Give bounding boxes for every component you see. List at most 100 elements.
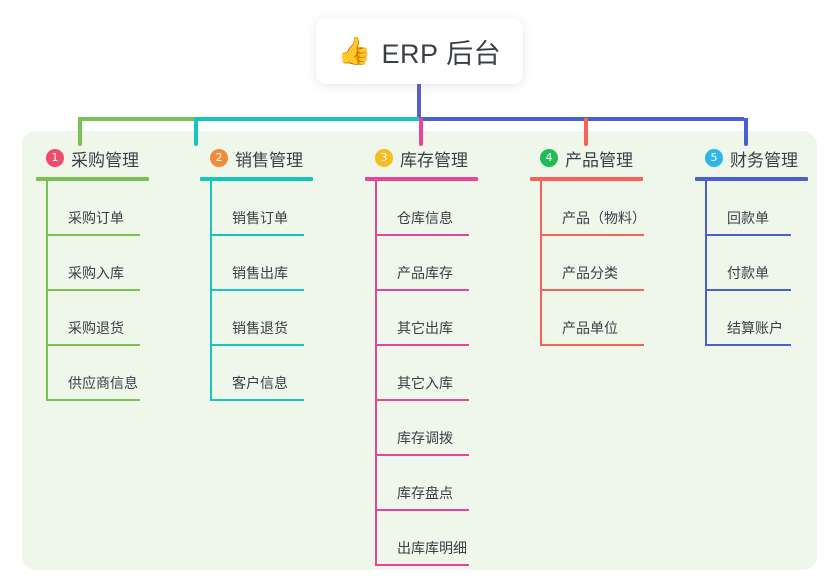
branch-items-purchasing: 采购订单采购入库采购退货供应商信息 xyxy=(46,181,149,401)
branch-items-product: 产品（物料） 产品分类产品单位 xyxy=(540,181,646,346)
leaf-item-label: 销售出库 xyxy=(232,265,288,281)
leaf-item[interactable]: 仓库信息 xyxy=(375,181,478,236)
leaf-item[interactable]: 库存盘点 xyxy=(375,456,478,511)
leaf-item-label: 采购入库 xyxy=(68,265,124,281)
branch-underline xyxy=(530,177,643,181)
leaf-item[interactable]: 结算账户 xyxy=(705,291,808,346)
leaf-item[interactable]: 采购退货 xyxy=(46,291,149,346)
leaf-item[interactable]: 其它入库 xyxy=(375,346,478,401)
leaf-item-label: 仓库信息 xyxy=(397,210,453,226)
leaf-item-label: 付款单 xyxy=(727,265,769,281)
leaf-item[interactable]: 库存调拨 xyxy=(375,401,478,456)
root-node-title: ERP 后台 xyxy=(381,38,502,69)
leaf-item-underline xyxy=(375,399,469,401)
leaf-item[interactable]: 采购入库 xyxy=(46,236,149,291)
leaf-item-underline xyxy=(705,289,791,291)
leaf-item-label: 产品单位 xyxy=(562,320,618,336)
leaf-item-label: 销售退货 xyxy=(232,320,288,336)
root-node-erp-backend[interactable]: 👍 ERP 后台 xyxy=(316,18,523,84)
leaf-item[interactable]: 付款单 xyxy=(705,236,808,291)
branch-items-sales: 销售订单销售出库销售退货客户信息 xyxy=(210,181,313,401)
leaf-item-underline xyxy=(375,509,469,511)
branch-column-finance: 5 财务管理回款单付款单结算账户 xyxy=(695,146,808,346)
branch-number-badge: 1 xyxy=(46,149,64,167)
leaf-item[interactable]: 产品单位 xyxy=(540,291,644,346)
root-trunk-connector xyxy=(417,84,421,118)
branch-header-finance[interactable]: 5 财务管理 xyxy=(695,146,808,170)
branch-number-badge: 4 xyxy=(540,149,558,167)
leaf-item-underline xyxy=(210,399,304,401)
leaf-item-label: 客户信息 xyxy=(232,375,288,391)
leaf-item[interactable]: 其它出库 xyxy=(375,291,478,346)
branch-underline xyxy=(200,177,313,181)
branch-header-inventory[interactable]: 3 库存管理 xyxy=(365,146,478,170)
leaf-item-underline xyxy=(375,289,469,291)
leaf-item[interactable]: 产品分类 xyxy=(540,236,644,291)
leaf-item[interactable]: 采购订单 xyxy=(46,181,149,236)
branch-header-product[interactable]: 4 产品管理 xyxy=(530,146,643,170)
drop-sales xyxy=(194,118,198,146)
leaf-item-label: 采购订单 xyxy=(68,210,124,226)
leaf-item-label: 库存盘点 xyxy=(397,485,453,501)
branch-underline xyxy=(36,177,149,181)
leaf-item-label: 供应商信息 xyxy=(68,375,138,391)
bus-segment-green xyxy=(78,117,194,121)
branch-number-badge: 2 xyxy=(210,149,228,167)
branch-number-badge: 3 xyxy=(375,149,393,167)
leaf-item-underline xyxy=(705,234,791,236)
leaf-item[interactable]: 产品库存 xyxy=(375,236,478,291)
branch-column-sales: 2 销售管理销售订单销售出库销售退货客户信息 xyxy=(200,146,313,401)
branch-underline xyxy=(365,177,478,181)
leaf-item[interactable]: 销售订单 xyxy=(210,181,313,236)
branch-underline xyxy=(695,177,808,181)
leaf-item[interactable]: 销售退货 xyxy=(210,291,313,346)
leaf-item-label: 回款单 xyxy=(727,210,769,226)
leaf-item-underline xyxy=(375,564,469,566)
leaf-item-underline xyxy=(46,234,140,236)
drop-finance xyxy=(744,118,748,146)
leaf-item-underline xyxy=(540,344,644,346)
leaf-item-underline xyxy=(540,234,644,236)
drop-inventory xyxy=(419,118,423,146)
branch-spine xyxy=(375,181,377,566)
branch-column-inventory: 3 库存管理仓库信息产品库存其它出库其它入库库存调拨库存盘点出库库明细 xyxy=(365,146,478,566)
thumbs-up-icon: 👍 xyxy=(337,35,372,67)
leaf-item-label: 采购退货 xyxy=(68,320,124,336)
leaf-item[interactable]: 回款单 xyxy=(705,181,808,236)
leaf-item-underline xyxy=(210,344,304,346)
leaf-item[interactable]: 销售出库 xyxy=(210,236,313,291)
branch-header-sales[interactable]: 2 销售管理 xyxy=(200,146,313,170)
branch-title: 产品管理 xyxy=(565,150,633,170)
branch-items-finance: 回款单付款单结算账户 xyxy=(705,181,808,346)
drop-product xyxy=(584,118,588,146)
leaf-item[interactable]: 产品（物料） xyxy=(540,181,646,236)
branch-title: 财务管理 xyxy=(730,150,798,170)
leaf-item-label: 产品分类 xyxy=(562,265,618,281)
branch-spine xyxy=(540,181,542,346)
leaf-item[interactable]: 供应商信息 xyxy=(46,346,149,401)
branch-number-badge: 5 xyxy=(705,149,723,167)
branch-spine xyxy=(210,181,212,401)
leaf-item-underline xyxy=(210,234,304,236)
diagram-canvas xyxy=(22,131,817,570)
leaf-item-underline xyxy=(46,289,140,291)
leaf-item-underline xyxy=(210,289,304,291)
leaf-item[interactable]: 客户信息 xyxy=(210,346,313,401)
branch-title: 库存管理 xyxy=(400,150,468,170)
bus-segment-teal xyxy=(194,117,419,121)
leaf-item-underline xyxy=(46,344,140,346)
branch-title: 销售管理 xyxy=(235,150,303,170)
leaf-item-label: 产品库存 xyxy=(397,265,453,281)
branch-column-product: 4 产品管理产品（物料） 产品分类产品单位 xyxy=(530,146,646,346)
leaf-item-label: 其它出库 xyxy=(397,320,453,336)
leaf-item-label: 其它入库 xyxy=(397,375,453,391)
leaf-item-underline xyxy=(540,289,644,291)
branch-items-inventory: 仓库信息产品库存其它出库其它入库库存调拨库存盘点出库库明细 xyxy=(375,181,478,566)
leaf-item[interactable]: 出库库明细 xyxy=(375,511,478,566)
leaf-item-underline xyxy=(375,344,469,346)
leaf-item-underline xyxy=(705,344,791,346)
branch-spine xyxy=(705,181,707,346)
